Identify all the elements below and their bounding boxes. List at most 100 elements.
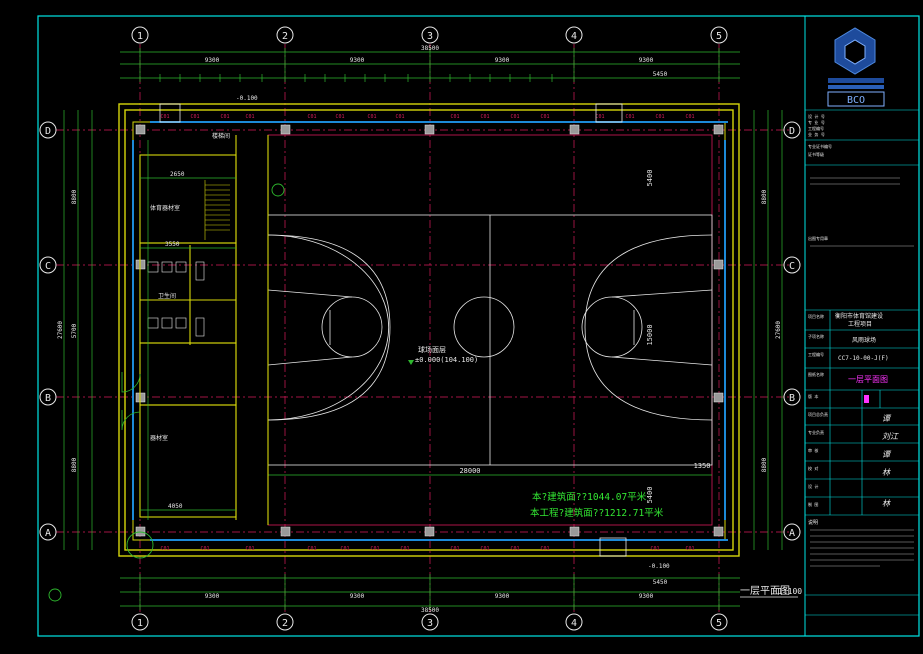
svg-text:C01: C01 [480,114,489,120]
axis-label-A-left: A [45,528,51,539]
svg-text:C01: C01 [540,546,549,552]
room-label-storage: 器材室 [150,434,168,442]
axis-label-D-left: D [45,126,51,137]
svg-text:C01: C01 [510,114,519,120]
notes-heading: 说明 [808,519,818,526]
svg-text:审 核: 审 核 [808,447,818,453]
svg-text:制 图: 制 图 [808,501,818,507]
stair-treads [204,180,230,240]
dim-left-bay-3: 8800 [71,457,78,472]
revision-marker [864,395,869,403]
dim-top-bay-3: 9300 [495,57,510,64]
dim-5450-top: 5450 [653,71,668,78]
basketball-court [267,134,713,526]
entrance-doors [159,103,627,557]
svg-text:工程编号: 工程编号 [808,125,824,131]
doors-left-wall [121,372,141,431]
svg-text:子项名称: 子项名称 [808,333,824,339]
axis-label-3-bottom: 3 [427,618,433,629]
svg-text:C01: C01 [400,546,409,552]
svg-text:专业负责: 专业负责 [808,429,824,435]
dim-right-overall: 27600 [775,321,782,339]
svg-text:项目总负责: 项目总负责 [808,411,828,417]
elev-label-top: -0.100 [236,95,258,102]
axis-label-3-top: 3 [427,31,433,42]
room-label-equipment: 体育器材室 [150,204,180,212]
dim-5400-lower: 5400 [646,487,654,504]
svg-text:C01: C01 [200,546,209,552]
annex-dims [140,140,236,520]
axis-label-5-bottom: 5 [716,618,722,629]
dim-bottom-bay-1: 9300 [205,593,220,600]
svg-text:C01: C01 [160,114,169,120]
level-marker [408,360,414,365]
axis-label-D-right: D [789,126,795,137]
svg-text:C01: C01 [650,546,659,552]
axis-label-C-right: C [789,261,795,272]
dim-bottom-overall: 38500 [421,607,439,614]
dim-1350: 1350 [694,462,711,470]
plan-title: 一层平面图 [740,585,790,597]
project-name-line2: 工程项目 [848,320,872,328]
left-annex-walls [139,135,269,525]
svg-text:C01: C01 [685,546,694,552]
svg-text:C01: C01 [367,114,376,120]
court-level-value: ±0.000(104.100) [415,356,478,364]
svg-text:C01: C01 [340,546,349,552]
company-logo-icon: BCO [827,27,885,107]
plan-scale: 1:100 [778,587,802,596]
svg-text:项目名称: 项目名称 [808,313,824,319]
svg-text:设 计 号: 设 计 号 [808,113,825,119]
svg-text:C01: C01 [335,114,344,120]
svg-text:图纸名称: 图纸名称 [808,371,824,377]
svg-text:C01: C01 [245,546,254,552]
axis-bubbles-top [39,26,801,631]
svg-text:C01: C01 [307,546,316,552]
svg-text:版 本: 版 本 [808,393,818,399]
svg-text:C01: C01 [370,546,379,552]
court-length-dim: 28000 [459,467,480,475]
svg-text:工程编号: 工程编号 [808,351,824,357]
svg-text:C01: C01 [685,114,694,120]
dimension-ticks-top [139,48,720,610]
signature-5: 林 [882,499,891,508]
dim-left-bay-2: 5700 [71,323,78,338]
svg-text:C01: C01 [160,546,169,552]
svg-text:C01: C01 [245,114,254,120]
axis-label-B-right: B [789,393,795,404]
svg-text:C01: C01 [480,546,489,552]
svg-text:专 业 号: 专 业 号 [808,119,825,125]
dim-5400-upper: 5400 [646,170,654,187]
area-project-note: 本工程?建筑面??1212.71平米 [530,507,664,519]
dim-2650: 2650 [170,171,185,178]
area-building-note: 本?建筑面??1044.07平米 [532,491,647,503]
dim-right-bay-2: 8800 [761,457,768,472]
dim-bottom-bay-2: 9300 [350,593,365,600]
svg-text:C01: C01 [307,114,316,120]
stair-label: 楼梯间 [212,132,230,140]
dim-bottom-bay-4: 9300 [639,593,654,600]
court-width-dim: 15000 [646,324,654,345]
sheet-name: 一层平面图 [848,375,888,384]
dim-4050: 4050 [168,503,183,510]
svg-text:出图专用章: 出图专用章 [808,235,828,241]
svg-text:C01: C01 [220,114,229,120]
axis-label-2-top: 2 [282,31,288,42]
axis-label-4-bottom: 4 [571,618,577,629]
logo-text: BCO [847,95,865,106]
svg-text:C01: C01 [595,114,604,120]
dim-left-overall: 27600 [57,321,64,339]
svg-text:C01: C01 [450,114,459,120]
windows [132,121,728,541]
svg-text:设 计: 设 计 [808,483,818,489]
dim-top-overall: 38500 [421,45,439,52]
svg-text:专业证书编号: 专业证书编号 [808,143,832,149]
signature-3: 谭 [882,450,892,459]
signature-1: 谭 [882,414,892,423]
elev-label-bottom: -0.100 [648,563,670,570]
axis-label-B-left: B [45,393,51,404]
svg-text:C01: C01 [540,114,549,120]
toilet-fixtures [147,261,205,337]
dim-left-bay-1: 8800 [71,189,78,204]
signature-2: 刘江 [882,432,899,441]
